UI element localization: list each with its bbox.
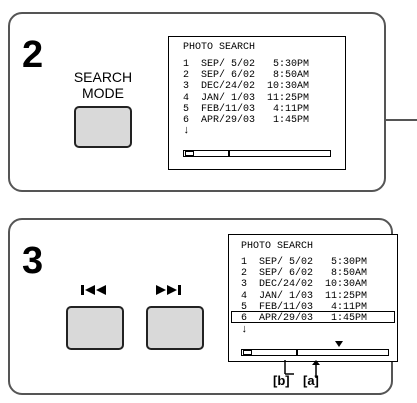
photo-list-item: 2 SEP/ 6/02 8:50AM bbox=[241, 268, 368, 280]
target-position-icon bbox=[335, 341, 343, 347]
callout-a: [a] bbox=[303, 373, 319, 388]
photo-list-item: 4 JAN/ 1/03 11:25PM bbox=[183, 92, 310, 104]
photo-list-item: 1 SEP/ 5/02 5:30PM bbox=[241, 257, 368, 268]
photo-list-item: 3 DEC/24/02 10:30AM bbox=[183, 81, 310, 93]
selected-row-highlight bbox=[231, 311, 395, 323]
forward-skip-icon bbox=[156, 285, 181, 295]
connector-line bbox=[386, 119, 417, 121]
photo-list-item: 5 FEB/11/03 4:11PM bbox=[183, 103, 310, 115]
screen-title: PHOTO SEARCH bbox=[241, 241, 314, 252]
photo-list-item: 6 APR/29/03 1:45PM bbox=[183, 114, 310, 126]
photo-list-item: 1 SEP/ 5/02 5:30PM bbox=[183, 59, 310, 70]
photo-list-item: 2 SEP/ 6/02 8:50AM bbox=[183, 70, 310, 82]
screen-title: PHOTO SEARCH bbox=[183, 42, 256, 53]
current-position-marker bbox=[296, 350, 298, 355]
tape-position-bar bbox=[183, 150, 331, 157]
current-position-marker bbox=[228, 151, 230, 156]
rewind-skip-icon bbox=[81, 285, 106, 295]
step-number: 3 bbox=[22, 240, 44, 282]
photo-list-item: 6 APR/29/03 1:45PM bbox=[241, 312, 368, 324]
scroll-down-arrow: ↓ bbox=[183, 125, 190, 137]
photo-list-item: 4 JAN/ 1/03 11:25PM bbox=[241, 290, 368, 302]
scroll-down-arrow: ↓ bbox=[241, 324, 248, 336]
tape-position-bar bbox=[241, 349, 389, 356]
photo-list-item: 5 FEB/11/03 4:11PM bbox=[241, 301, 368, 313]
cassette-icon bbox=[185, 151, 194, 156]
callout-b: [b] bbox=[273, 373, 290, 388]
prev-button[interactable] bbox=[66, 306, 124, 350]
callout-arrows bbox=[284, 360, 320, 378]
cassette-icon bbox=[243, 350, 252, 355]
search-mode-label: SEARCH MODE bbox=[73, 69, 133, 101]
photo-list-item: 3 DEC/24/02 10:30AM bbox=[241, 279, 368, 291]
search-mode-button[interactable] bbox=[74, 106, 132, 148]
step-number: 2 bbox=[22, 34, 44, 76]
step-2-panel: 2 SEARCH MODE PHOTO SEARCH 1 SEP/ 5/02 5… bbox=[8, 12, 386, 192]
next-button[interactable] bbox=[146, 306, 204, 350]
